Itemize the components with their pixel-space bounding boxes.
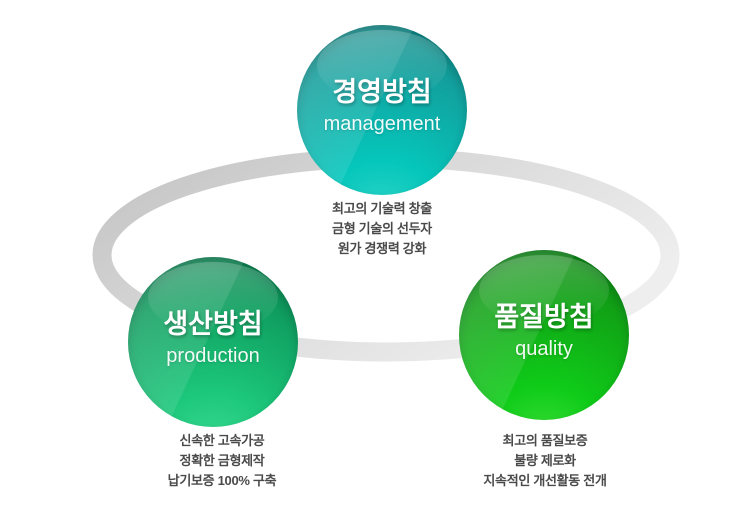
node-management-sphere: 경영방침 management (297, 25, 467, 195)
description-line: 최고의 기술력 창출 (332, 201, 432, 216)
node-production-title: 생산방침 (163, 308, 263, 339)
node-management-labels: 경영방침 management (324, 77, 441, 135)
description-line: 금형 기술의 선두자 (332, 221, 432, 236)
node-quality-labels: 품질방침 quality (494, 302, 593, 360)
node-production-sphere: 생산방침 production (128, 257, 298, 427)
node-management-subtitle: management (323, 113, 441, 136)
node-production-labels: 생산방침 production (163, 309, 262, 367)
node-quality-description: 최고의 품질보증 불량 제로화 지속적인 개선활동 전개 (425, 431, 665, 491)
node-quality-sphere: 품질방침 quality (459, 250, 629, 420)
description-line: 신속한 고속가공 (179, 433, 265, 448)
node-production-description: 신속한 고속가공 정확한 금형제작 납기보증 100% 구축 (102, 431, 342, 491)
node-production-subtitle: production (166, 345, 260, 368)
description-line: 원가 경쟁력 강화 (337, 241, 427, 256)
description-line: 납기보증 100% 구축 (167, 473, 277, 488)
description-line: 최고의 품질보증 (502, 433, 588, 448)
node-quality-subtitle: quality (515, 338, 573, 361)
node-quality-title: 품질방침 (494, 301, 594, 332)
node-management-description: 최고의 기술력 창출 금형 기술의 선두자 원가 경쟁력 강화 (262, 199, 502, 259)
description-line: 정확한 금형제작 (179, 453, 265, 468)
description-line: 불량 제로화 (514, 453, 576, 468)
description-line: 지속적인 개선활동 전개 (483, 473, 607, 488)
node-management-title: 경영방침 (332, 76, 432, 107)
